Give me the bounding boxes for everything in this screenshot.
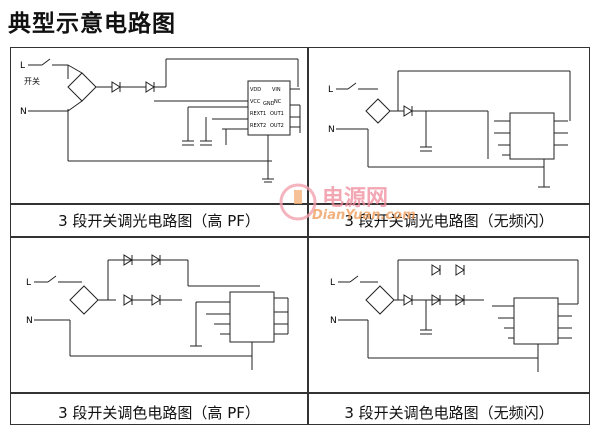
svg-text:REXT2: REXT2 [250, 123, 266, 129]
grid-divider-caption-top-2 [11, 392, 589, 394]
circuit-diagram-2: L N [328, 70, 571, 188]
svg-text:N: N [328, 125, 335, 135]
svg-text:L: L [330, 278, 335, 288]
svg-text:REXT1: REXT1 [250, 111, 266, 117]
page-title: 典型示意电路图 [8, 11, 176, 37]
watermark-plug-icon [279, 183, 317, 221]
watermark-text-en: DianYuan.com [312, 208, 416, 223]
circuit-panel-4: L N [308, 238, 590, 391]
svg-text:L: L [26, 278, 31, 288]
svg-text:N: N [26, 316, 33, 326]
watermark-text-cn: 电源网 [322, 186, 389, 211]
svg-text:NC: NC [274, 99, 282, 105]
svg-text:OUT1: OUT1 [270, 111, 284, 117]
circuit-diagram-3: L N [26, 254, 289, 370]
watermark-logo: 电源网 DianYuan.com [272, 178, 416, 248]
svg-text:VDD: VDD [250, 87, 261, 93]
circuit-diagram-4: L N [330, 259, 579, 372]
caption-panel-4: 3 段开关调色电路图（无频闪） [344, 404, 554, 422]
panel1-n-label: N [20, 107, 27, 117]
grid-divider-row [11, 236, 589, 238]
svg-text:VIN: VIN [272, 87, 281, 93]
panel1-l-label: L [20, 61, 25, 71]
caption-panel-2: 3 段开关调光电路图（无频闪） [344, 212, 554, 230]
circuit-panel-3: L N [12, 238, 306, 391]
svg-text:L: L [328, 85, 333, 95]
circuit-panel-2: L N [308, 49, 590, 202]
svg-text:VCC: VCC [250, 99, 261, 105]
svg-text:OUT2: OUT2 [270, 123, 284, 129]
svg-text:N: N [330, 316, 337, 326]
panel1-switch-label: 开关 [24, 77, 40, 86]
caption-panel-1: 3 段开关调光电路图（高 PF） [58, 212, 260, 230]
panel1-switch-label-wrap: 开关 [24, 69, 40, 88]
caption-panel-3: 3 段开关调色电路图（高 PF） [58, 404, 260, 422]
svg-text:GND: GND [263, 101, 275, 107]
